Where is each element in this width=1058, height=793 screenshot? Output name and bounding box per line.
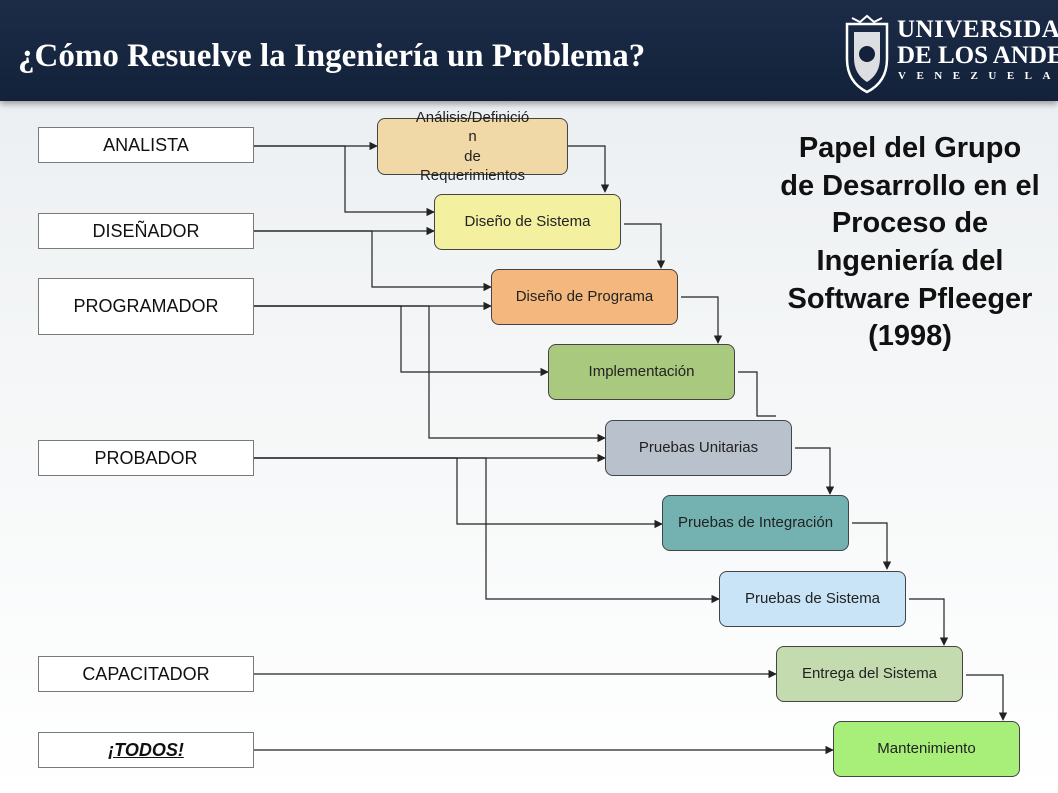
side-caption: Papel del Grupo de Desarrollo en el Proc… — [780, 132, 1040, 353]
role-capacitador: CAPACITADOR — [38, 656, 254, 692]
cascade-arrow-2 — [624, 223, 666, 269]
cascade-arrow-3 — [681, 296, 723, 344]
stage-analisis-requerimientos: Análisis/Definició n de Requerimientos — [377, 109, 568, 184]
stage-implementacion: Implementación — [548, 344, 735, 400]
role-todos: ¡TODOS! — [38, 732, 254, 768]
connector-analista-diseno-sistema — [254, 145, 435, 217]
stage-diseno-sistema: Diseño de Sistema — [434, 194, 621, 250]
role-probador: PROBADOR — [38, 440, 254, 476]
stage-pruebas-unitarias: Pruebas Unitarias — [605, 420, 792, 476]
connector-probador-pruebas-sistema — [254, 457, 720, 604]
stage-entrega-sistema: Entrega del Sistema — [776, 646, 963, 702]
connector-programador-pruebas-unitarias — [254, 305, 606, 443]
cascade-arrow-5 — [795, 447, 835, 495]
connector-disenador-diseno-programa — [254, 230, 492, 292]
stage-diseno-programa: Diseño de Programa — [491, 269, 678, 325]
role-analista: ANALISTA — [38, 127, 254, 163]
slide-title: ¿Cómo Resuelve la Ingeniería un Problema… — [18, 38, 646, 74]
stage-pruebas-sistema: Pruebas de Sistema — [719, 571, 906, 627]
stage-mantenimiento: Mantenimiento — [833, 721, 1020, 777]
cascade-arrow-7 — [909, 598, 949, 646]
crest-icon — [845, 14, 889, 94]
cascade-arrow-6 — [852, 522, 892, 570]
logo-text-line3: VENEZUELA — [898, 70, 1058, 82]
logo-text-line2: DE LOS ANDES — [897, 42, 1058, 69]
connector-probador-pruebas-integracion — [254, 457, 663, 529]
role-disenador: DISEÑADOR — [38, 213, 254, 249]
cascade-arrow-4 — [738, 371, 776, 417]
cascade-arrow-8 — [966, 674, 1008, 721]
role-programador: PROGRAMADOR — [38, 278, 254, 335]
stage-pruebas-integracion: Pruebas de Integración — [662, 495, 849, 551]
cascade-arrow-1 — [567, 145, 610, 193]
header-bar: ¿Cómo Resuelve la Ingeniería un Problema… — [0, 0, 1058, 101]
